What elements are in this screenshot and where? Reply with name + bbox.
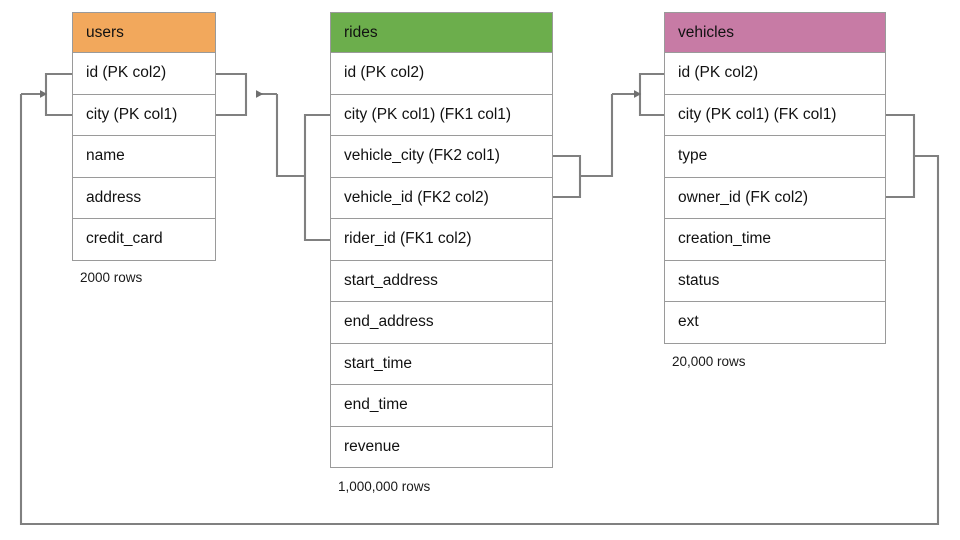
table-vehicles-row-count: 20,000 rows — [672, 354, 746, 369]
table-rides-column-vehicle-id: vehicle_id (FK2 col2) — [330, 177, 553, 219]
table-rides[interactable]: rides id (PK col2) city (PK col1) (FK1 c… — [330, 12, 553, 468]
connector-rides-fk2-stem — [580, 94, 614, 178]
table-vehicles-column-owner-id: owner_id (FK col2) — [664, 177, 886, 219]
connector-users-left-bracket — [44, 72, 72, 117]
table-rides-column-id: id (PK col2) — [330, 53, 553, 95]
table-users-column-city: city (PK col1) — [72, 94, 216, 136]
connector-rides-fk1-stem — [275, 94, 305, 178]
table-rides-row-count: 1,000,000 rows — [338, 479, 431, 494]
table-users-column-id: id (PK col2) — [72, 53, 216, 95]
table-users-column-credit-card: credit_card — [72, 219, 216, 261]
table-rides-column-vehicle-city: vehicle_city (FK2 col1) — [330, 136, 553, 178]
table-rides-column-start-time: start_time — [330, 343, 553, 385]
table-vehicles-header: vehicles — [664, 12, 886, 53]
table-rides-column-city: city (PK col1) (FK1 col1) — [330, 94, 553, 136]
table-vehicles-column-id: id (PK col2) — [664, 53, 886, 95]
table-users-header: users — [72, 12, 216, 53]
table-vehicles-column-city: city (PK col1) (FK col1) — [664, 94, 886, 136]
table-users-row-count: 2000 rows — [80, 270, 143, 285]
connector-vehicles-right-bracket — [886, 113, 916, 199]
table-vehicles-column-status: status — [664, 260, 886, 302]
table-rides-column-revenue: revenue — [330, 426, 553, 468]
table-rides-column-end-address: end_address — [330, 302, 553, 344]
table-users[interactable]: users id (PK col2) city (PK col1) name a… — [72, 12, 216, 261]
table-vehicles-column-type: type — [664, 136, 886, 178]
table-vehicles-column-ext: ext — [664, 302, 886, 344]
table-vehicles[interactable]: vehicles id (PK col2) city (PK col1) (FK… — [664, 12, 886, 344]
table-rides-column-end-time: end_time — [330, 385, 553, 427]
table-vehicles-column-creation-time: creation_time — [664, 219, 886, 261]
connector-rides-right-bracket — [553, 154, 582, 199]
table-rides-column-start-address: start_address — [330, 260, 553, 302]
connector-users-right-bracket — [216, 72, 248, 117]
table-rides-header: rides — [330, 12, 553, 53]
table-users-column-address: address — [72, 177, 216, 219]
connector-rides-left-bracket — [303, 113, 330, 242]
table-users-column-name: name — [72, 136, 216, 178]
connector-vehicles-left-bracket — [638, 72, 664, 117]
table-rides-column-rider-id: rider_id (FK1 col2) — [330, 219, 553, 261]
